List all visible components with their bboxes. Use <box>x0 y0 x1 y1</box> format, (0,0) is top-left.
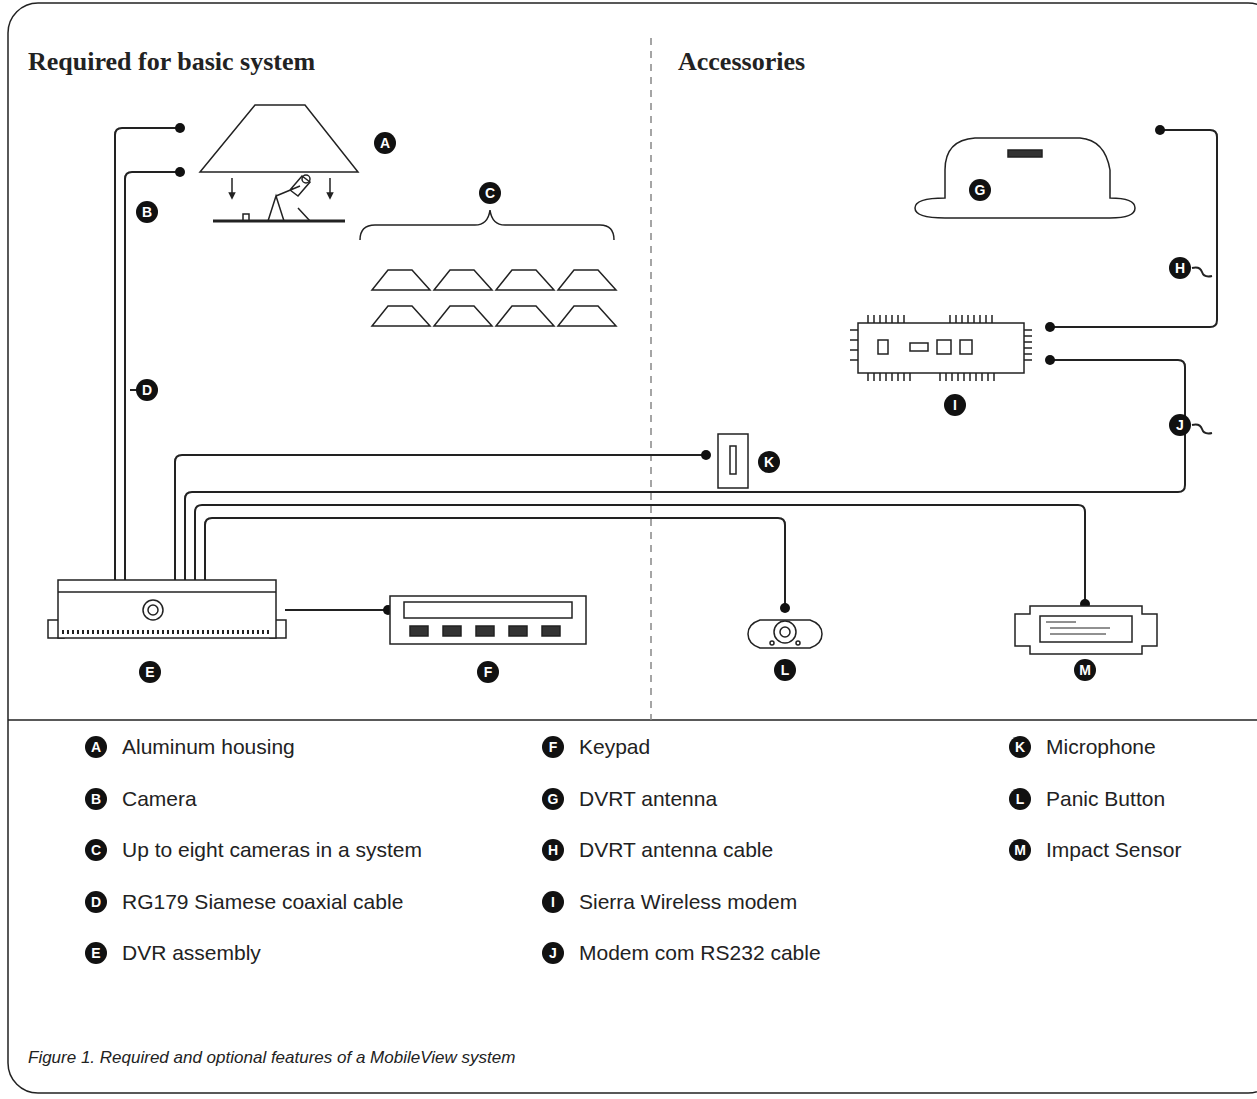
cables <box>115 128 1217 610</box>
section-heading: Accessories <box>678 47 805 77</box>
cable-dots <box>175 123 1165 615</box>
microphone <box>718 434 748 488</box>
impact-sensor <box>1015 606 1157 654</box>
legend-text: DVRT antenna cable <box>579 838 773 862</box>
legend-letter: G <box>542 788 564 810</box>
section-heading: Required for basic system <box>28 47 315 77</box>
legend-letter: K <box>1009 736 1031 758</box>
figure-caption: Figure 1. Required and optional features… <box>28 1048 515 1068</box>
camera-group <box>372 270 616 326</box>
callout-letter: F <box>477 661 499 683</box>
callout-letter: M <box>1074 659 1096 681</box>
callout-letter: K <box>758 451 780 473</box>
legend-letter: F <box>542 736 564 758</box>
legend-letter: I <box>542 891 564 913</box>
camera <box>213 175 345 221</box>
callout-letter: A <box>374 132 396 154</box>
dvrt-antenna <box>915 138 1135 218</box>
callout-letter: C <box>479 182 501 204</box>
section-divider <box>650 38 652 720</box>
legend-text: Sierra Wireless modem <box>579 890 797 914</box>
callout-letter: I <box>944 394 966 416</box>
legend-letter: E <box>85 942 107 964</box>
legend-letter: C <box>85 839 107 861</box>
callout-letter: B <box>136 201 158 223</box>
legend-text: Panic Button <box>1046 787 1165 811</box>
callout-letter: J <box>1169 414 1191 436</box>
legend-letter: B <box>85 788 107 810</box>
frame <box>8 3 1257 1093</box>
legend-text: DVRT antenna <box>579 787 717 811</box>
legend-text: Camera <box>122 787 197 811</box>
legend-text: RG179 Siamese coaxial cable <box>122 890 403 914</box>
legend-text: Modem com RS232 cable <box>579 941 821 965</box>
legend-text: Aluminum housing <box>122 735 295 759</box>
callout-letter: G <box>969 179 991 201</box>
legend-text: DVR assembly <box>122 941 261 965</box>
dvr-assembly <box>48 580 286 638</box>
panic-button <box>748 620 822 648</box>
legend-letter: D <box>85 891 107 913</box>
bracket <box>360 210 614 240</box>
legend-letter: M <box>1009 839 1031 861</box>
callout-letter: L <box>774 659 796 681</box>
legend-text: Up to eight cameras in a system <box>122 838 422 862</box>
legend-letter: J <box>542 942 564 964</box>
wireless-modem <box>850 315 1032 381</box>
legend-text: Keypad <box>579 735 650 759</box>
callout-letter: E <box>139 661 161 683</box>
callout-letter: H <box>1169 257 1191 279</box>
keypad <box>390 596 586 644</box>
callout-letter: D <box>136 379 158 401</box>
legend-text: Microphone <box>1046 735 1156 759</box>
legend-letter: L <box>1009 788 1031 810</box>
aluminum-housing <box>200 105 358 172</box>
divider <box>8 719 1257 721</box>
legend-letter: A <box>85 736 107 758</box>
legend-letter: H <box>542 839 564 861</box>
legend-text: Impact Sensor <box>1046 838 1181 862</box>
